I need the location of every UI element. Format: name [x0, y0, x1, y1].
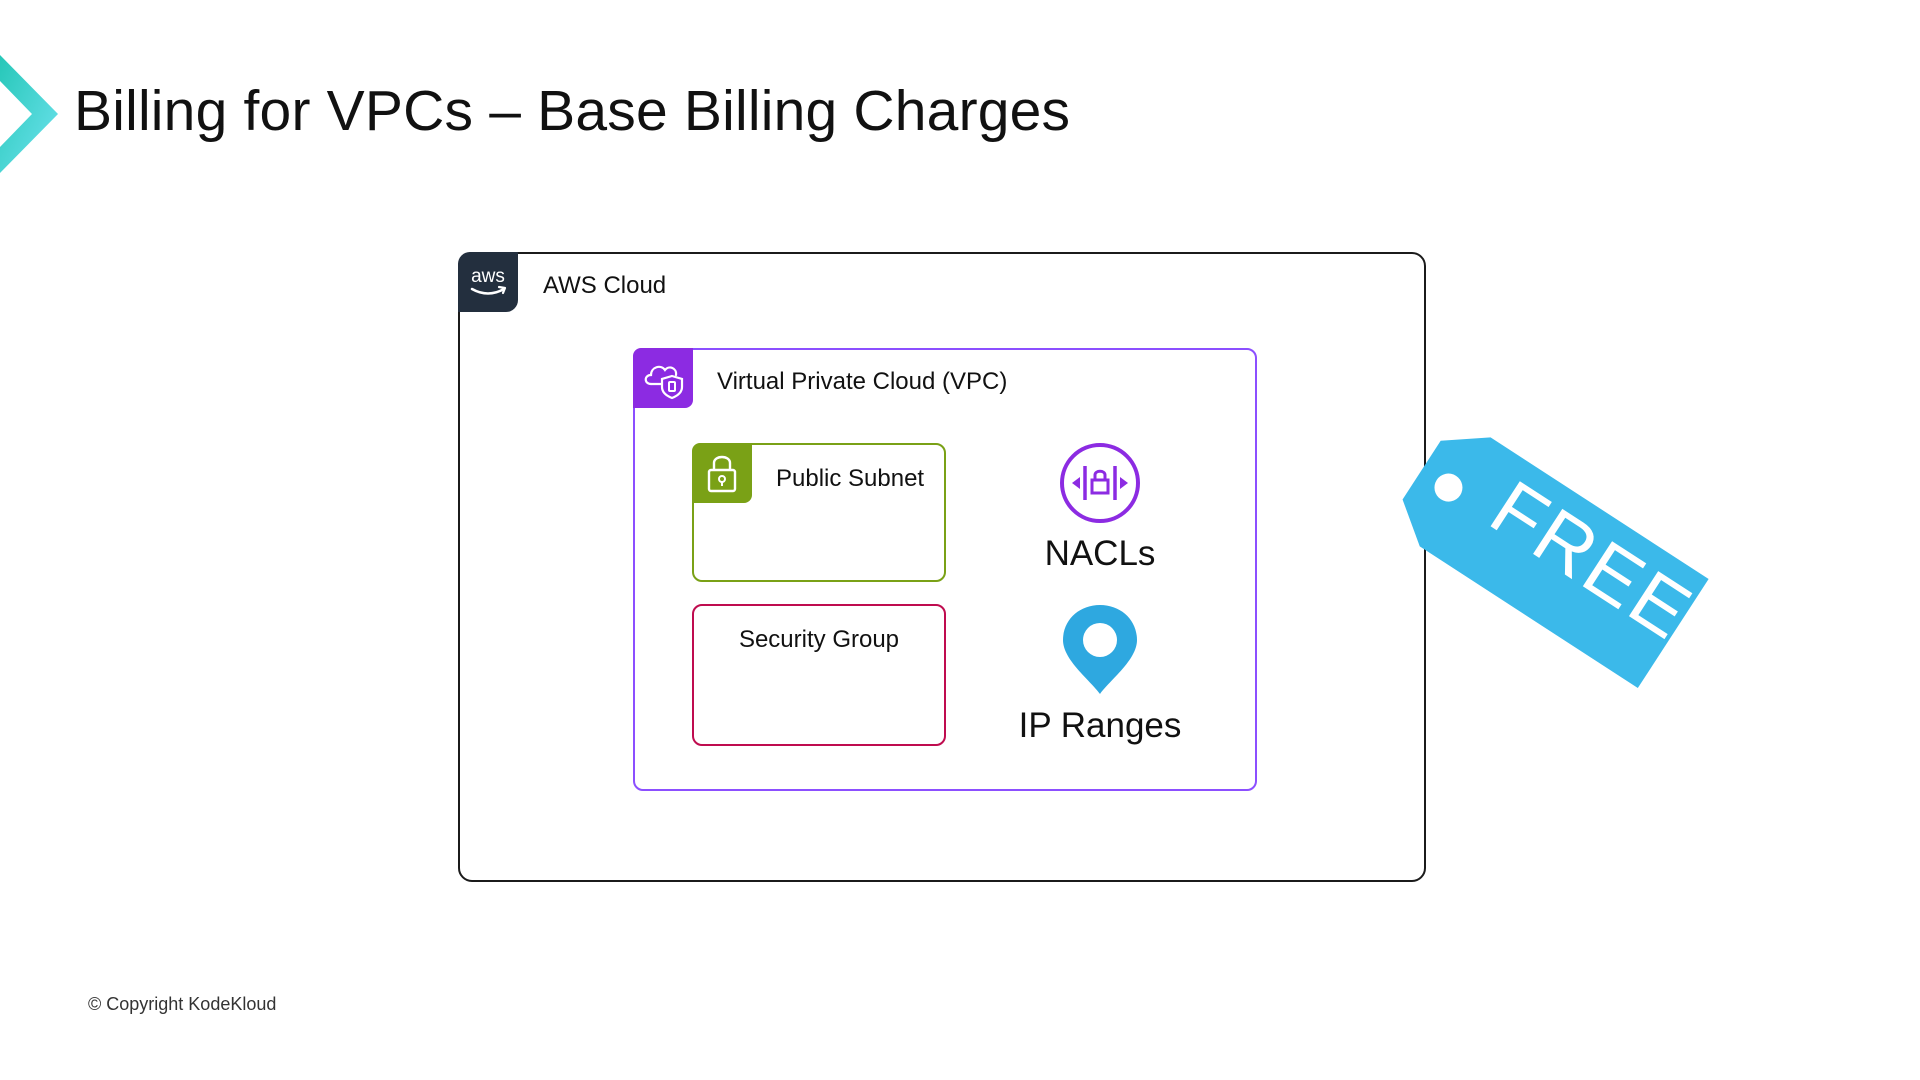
security-group-label: Security Group	[738, 626, 900, 653]
nacl-icon	[1060, 443, 1140, 523]
location-pin-icon	[1063, 605, 1137, 694]
vpc-cloud-shield-icon	[633, 348, 693, 408]
lock-icon	[692, 443, 752, 503]
ip-ranges-label: IP Ranges	[1018, 706, 1182, 745]
public-subnet-box	[692, 443, 946, 582]
svg-text:aws: aws	[471, 266, 505, 287]
vpc-label: Virtual Private Cloud (VPC)	[717, 368, 1008, 395]
aws-cloud-label: AWS Cloud	[543, 272, 667, 299]
page-title: Billing for VPCs – Base Billing Charges	[74, 79, 1071, 143]
price-tag-icon	[1402, 437, 1709, 689]
copyright-footer: © Copyright KodeKloud	[88, 994, 277, 1014]
security-group-box	[692, 604, 946, 746]
vpc-container	[633, 348, 1257, 791]
aws-cloud-container	[458, 252, 1426, 882]
public-subnet-label: Public Subnet	[776, 465, 925, 492]
nacls-label: NACLs	[1044, 534, 1156, 573]
aws-logo-icon: aws	[458, 252, 518, 312]
chevron-accent-icon	[0, 55, 58, 173]
